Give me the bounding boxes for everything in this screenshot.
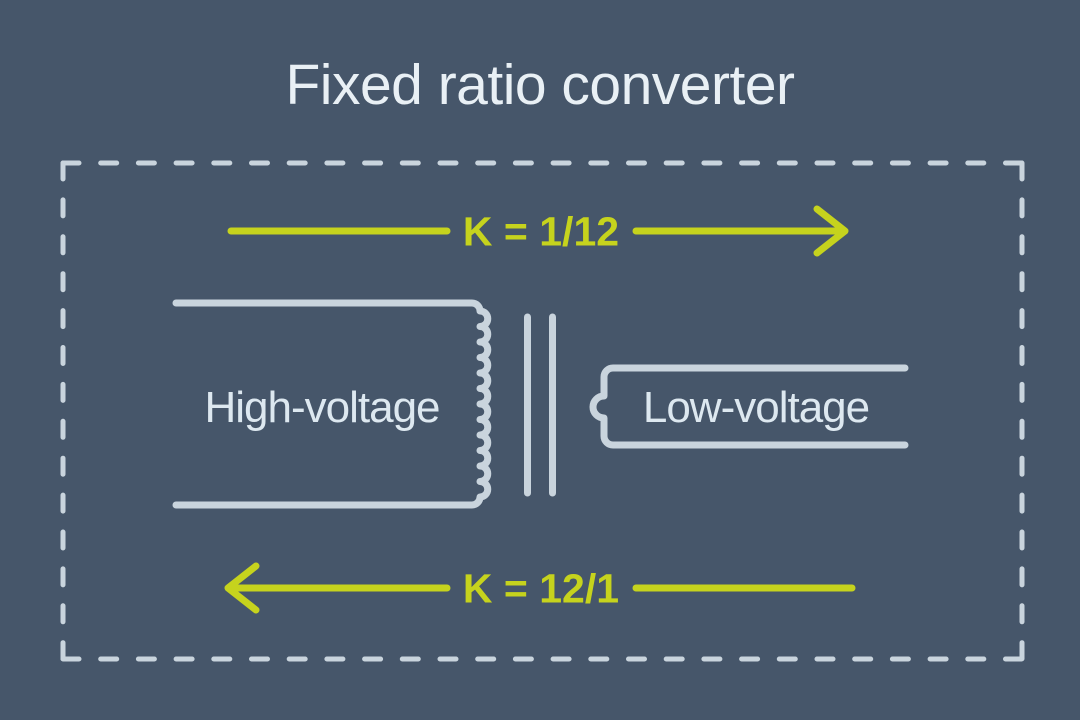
page-title: Fixed ratio converter bbox=[285, 53, 795, 117]
primary-winding-label: High-voltage bbox=[204, 383, 439, 432]
top-arrow: K = 1/12 bbox=[227, 205, 849, 257]
left-arrowhead-icon bbox=[224, 562, 260, 614]
secondary-winding-outline bbox=[589, 364, 909, 449]
primary-winding-outline bbox=[172, 299, 492, 509]
bottom-arrow: K = 12/1 bbox=[224, 562, 856, 614]
transformer-symbol: High-voltage Low-voltage bbox=[172, 299, 909, 509]
secondary-winding-label: Low-voltage bbox=[643, 383, 869, 432]
dashed-border bbox=[60, 160, 1025, 662]
bottom-arrow-label: K = 12/1 bbox=[463, 566, 619, 612]
right-arrowhead-icon bbox=[813, 205, 849, 257]
top-arrow-label: K = 1/12 bbox=[463, 209, 619, 255]
